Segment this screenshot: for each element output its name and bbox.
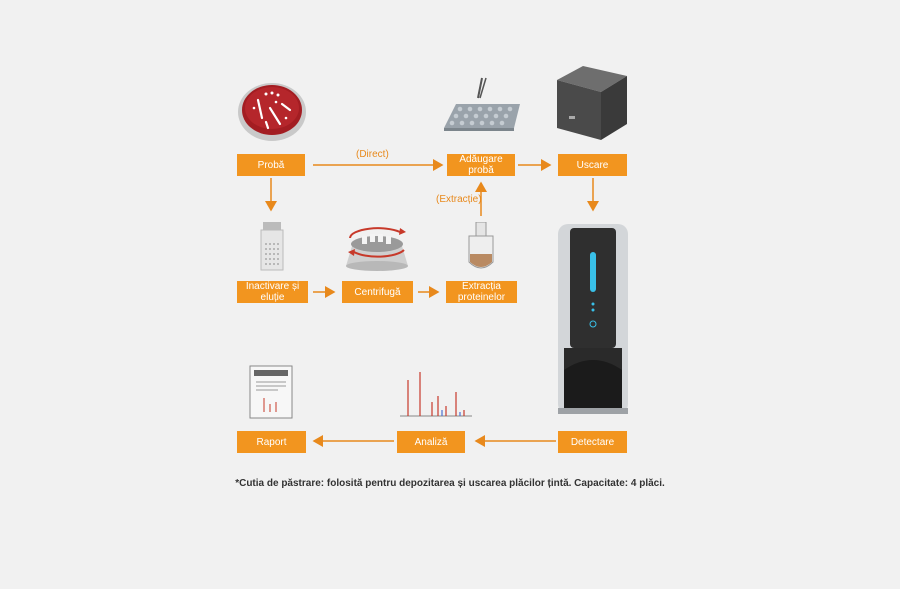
- node-uscare: Uscare: [558, 154, 627, 176]
- node-analiza: Analiză: [397, 431, 465, 453]
- node-inactivare: Inactivare și eluție: [237, 281, 308, 303]
- label-direct: (Direct): [356, 149, 389, 160]
- extraction-tube-icon: [468, 222, 494, 269]
- node-adaugare-proba: Adăugare probă: [447, 154, 515, 176]
- label-extractie: (Extracție): [436, 194, 482, 205]
- node-raport: Raport: [237, 431, 306, 453]
- node-detectare: Detectare: [558, 431, 627, 453]
- spectrum-chart-icon: [400, 372, 472, 417]
- extractia-line-2: proteinelor: [457, 292, 506, 303]
- node-centrifuga: Centrifugă: [342, 281, 413, 303]
- mass-spectrometer-icon: [558, 224, 628, 414]
- target-plate-icon: [444, 77, 520, 131]
- report-icon: [249, 365, 293, 419]
- centrifuge-icon: [346, 227, 408, 271]
- node-extractia-proteinelor: Extracția proteinelor: [446, 281, 517, 303]
- extractia-line-1: Extracția: [462, 281, 501, 292]
- storage-box-icon: [557, 66, 627, 140]
- sample-tube-icon: [260, 222, 284, 271]
- petri-dish-icon: [238, 83, 306, 141]
- node-proba: Probă: [237, 154, 305, 176]
- footnote: *Cutia de păstrare: folosită pentru depo…: [235, 478, 665, 489]
